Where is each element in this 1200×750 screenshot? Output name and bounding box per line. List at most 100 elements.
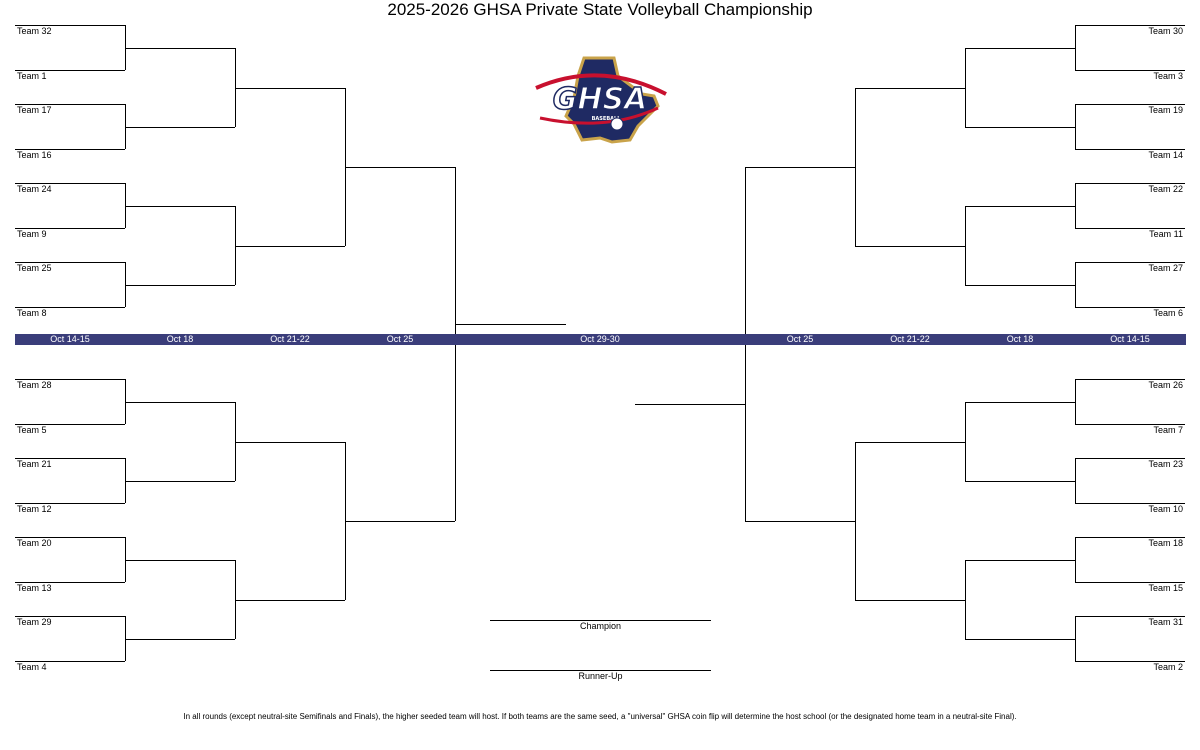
bottom-right-team-label: Team 26	[1148, 380, 1183, 390]
top-left-team-label: Team 32	[17, 26, 52, 36]
top-right-round4-line	[745, 167, 855, 168]
bottom-left-team-line	[15, 661, 125, 662]
top-left-connector	[125, 104, 126, 149]
bottom-left-connector	[235, 402, 236, 481]
date-round-1-left: Oct 14-15	[50, 334, 90, 344]
top-left-team-line	[15, 307, 125, 308]
bottom-left-team-line	[15, 503, 125, 504]
bottom-right-round3-line	[855, 600, 965, 601]
bottom-right-connector	[1075, 458, 1076, 503]
top-right-round3-line	[855, 88, 965, 89]
bottom-right-team-line	[1075, 458, 1185, 459]
top-left-team-line	[15, 70, 125, 71]
bottom-right-team-line	[1075, 424, 1185, 425]
bottom-left-round2-line	[125, 639, 235, 640]
bottom-right-connector	[1075, 537, 1076, 582]
runner-up-label: Runner-Up	[578, 671, 623, 681]
top-left-connector	[125, 183, 126, 228]
date-round-3-right: Oct 21-22	[890, 334, 930, 344]
top-right-round3-line	[855, 246, 965, 247]
bottom-right-team-line	[1075, 503, 1185, 504]
bottom-right-team-label: Team 31	[1148, 617, 1183, 627]
top-right-team-line	[1075, 262, 1185, 263]
bottom-left-team-label: Team 13	[17, 583, 52, 593]
bottom-left-round2-line	[125, 560, 235, 561]
top-left-team-label: Team 8	[17, 308, 47, 318]
bottom-left-connector	[125, 537, 126, 582]
bottom-right-team-line	[1075, 379, 1185, 380]
top-left-connector	[235, 48, 236, 127]
top-right-team-label: Team 14	[1148, 150, 1183, 160]
top-left-round2-line	[125, 127, 235, 128]
bottom-left-team-label: Team 12	[17, 504, 52, 514]
bottom-right-team-label: Team 7	[1153, 425, 1183, 435]
bottom-left-connector	[125, 616, 126, 661]
top-left-team-label: Team 25	[17, 263, 52, 273]
bottom-right-round3-line	[855, 442, 965, 443]
top-right-team-line	[1075, 25, 1185, 26]
date-round-2-left: Oct 18	[166, 334, 194, 344]
date-final: Oct 29-30	[580, 334, 620, 344]
top-left-round4-line	[345, 167, 455, 168]
logo-text: GHSA	[553, 82, 648, 117]
bottom-right-connector	[965, 402, 966, 481]
bottom-right-team-label: Team 2	[1153, 662, 1183, 672]
top-left-team-line	[15, 149, 125, 150]
top-right-connector	[965, 48, 966, 127]
bottom-left-team-label: Team 21	[17, 459, 52, 469]
top-left-round3-line	[235, 246, 345, 247]
date-round-4-left: Oct 25	[386, 334, 414, 344]
top-right-connector	[1075, 104, 1076, 149]
bottom-left-round4-line	[345, 521, 455, 522]
bottom-right-round4-line	[745, 521, 855, 522]
top-left-team-label: Team 1	[17, 71, 47, 81]
top-right-team-label: Team 3	[1153, 71, 1183, 81]
bottom-right-round2-line	[965, 639, 1075, 640]
top-left-team-line	[15, 25, 125, 26]
bottom-left-round2-line	[125, 402, 235, 403]
top-right-team-label: Team 22	[1148, 184, 1183, 194]
top-left-connector	[125, 262, 126, 307]
ghsa-logo: GHSA BASEBALL	[526, 54, 674, 146]
bottom-left-connector	[235, 560, 236, 639]
top-right-connector	[1075, 183, 1076, 228]
bottom-right-connector	[855, 442, 856, 600]
champion-label: Champion	[579, 621, 622, 631]
top-right-team-line	[1075, 307, 1185, 308]
top-left-team-label: Team 16	[17, 150, 52, 160]
top-right-team-label: Team 11	[1149, 229, 1183, 239]
top-right-connector	[855, 88, 856, 246]
top-right-team-line	[1075, 70, 1185, 71]
bottom-left-connector	[125, 458, 126, 503]
bottom-right-connector	[965, 560, 966, 639]
top-left-round2-line	[125, 206, 235, 207]
top-left-connector	[125, 25, 126, 70]
top-right-team-line	[1075, 149, 1185, 150]
bottom-right-team-line	[1075, 582, 1185, 583]
bottom-right-connector	[1075, 616, 1076, 661]
bottom-right-team-label: Team 10	[1148, 504, 1183, 514]
top-left-round3-line	[235, 88, 345, 89]
bottom-left-team-label: Team 20	[17, 538, 52, 548]
bottom-right-team-line	[1075, 537, 1185, 538]
date-round-3-left: Oct 21-22	[270, 334, 310, 344]
bottom-left-team-label: Team 5	[17, 425, 47, 435]
runner-up-line	[490, 670, 711, 671]
bottom-right-team-line	[1075, 616, 1185, 617]
top-right-team-line	[1075, 228, 1185, 229]
bottom-left-round3-line	[235, 442, 345, 443]
top-right-team-label: Team 27	[1148, 263, 1183, 273]
top-right-round2-line	[965, 127, 1075, 128]
top-right-round2-line	[965, 206, 1075, 207]
bottom-right-team-label: Team 15	[1148, 583, 1183, 593]
top-right-team-label: Team 30	[1148, 26, 1183, 36]
top-right-team-line	[1075, 183, 1185, 184]
top-left-team-line	[15, 262, 125, 263]
bottom-right-round2-line	[965, 402, 1075, 403]
bottom-left-team-line	[15, 379, 125, 380]
right-finalist-line	[635, 404, 745, 405]
bottom-right-round2-line	[965, 481, 1075, 482]
top-left-team-label: Team 24	[17, 184, 52, 194]
top-right-team-label: Team 19	[1148, 105, 1183, 115]
bottom-left-team-line	[15, 537, 125, 538]
